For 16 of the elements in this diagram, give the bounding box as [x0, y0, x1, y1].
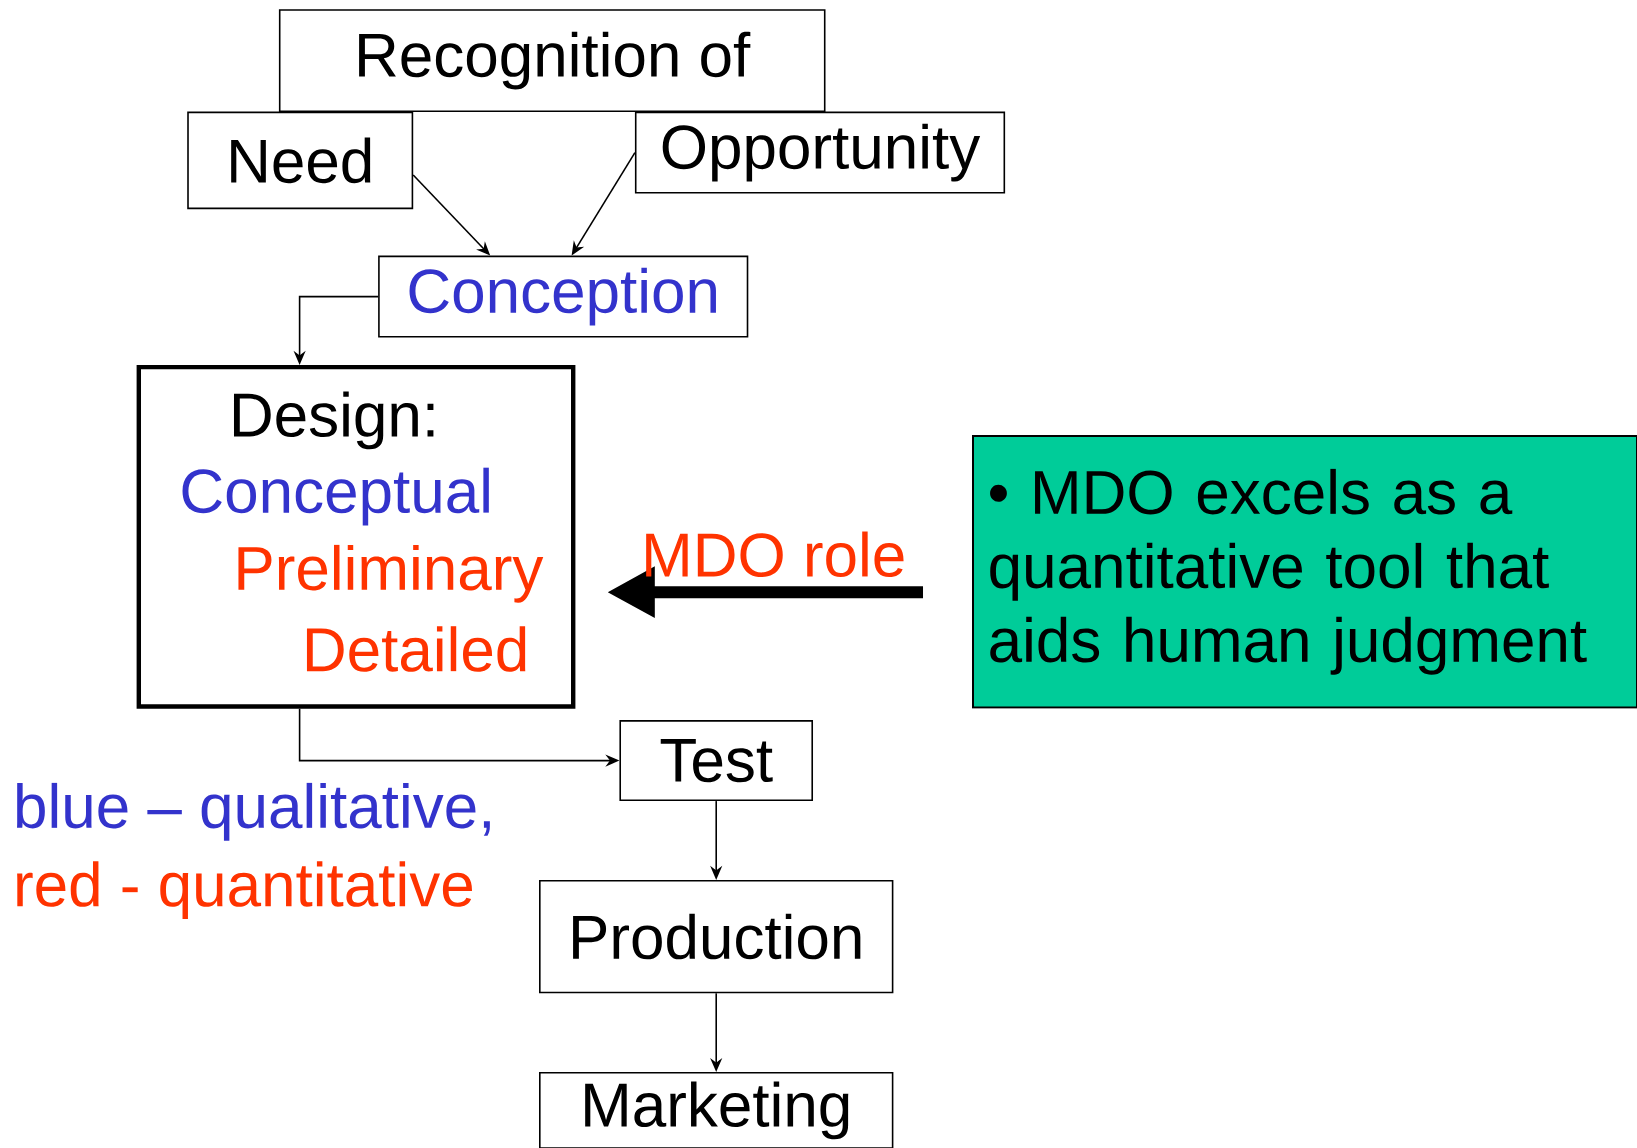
box-text: Conceptual	[182, 467, 489, 526]
process-box: Production	[539, 879, 894, 994]
legend-note: red - quantitative	[17, 861, 472, 920]
legend-note: blue – qualitative,	[17, 782, 490, 841]
note-box: • MDO excels as a quantitative tool that aids human judgment	[972, 435, 1637, 709]
process-box: Need	[187, 111, 414, 210]
box-text: Detailed	[306, 626, 526, 672]
box-text: Design:	[234, 391, 434, 450]
design-box	[136, 364, 576, 709]
process-box: Conception	[378, 255, 749, 338]
process-box: Recognition of	[278, 9, 826, 112]
box-text: Preliminary	[238, 544, 544, 603]
process-box: Opportunity	[634, 111, 1006, 194]
process-box: Marketing	[539, 1072, 894, 1148]
process-box: Test	[619, 720, 813, 802]
edge-label: MDO role	[646, 531, 904, 578]
